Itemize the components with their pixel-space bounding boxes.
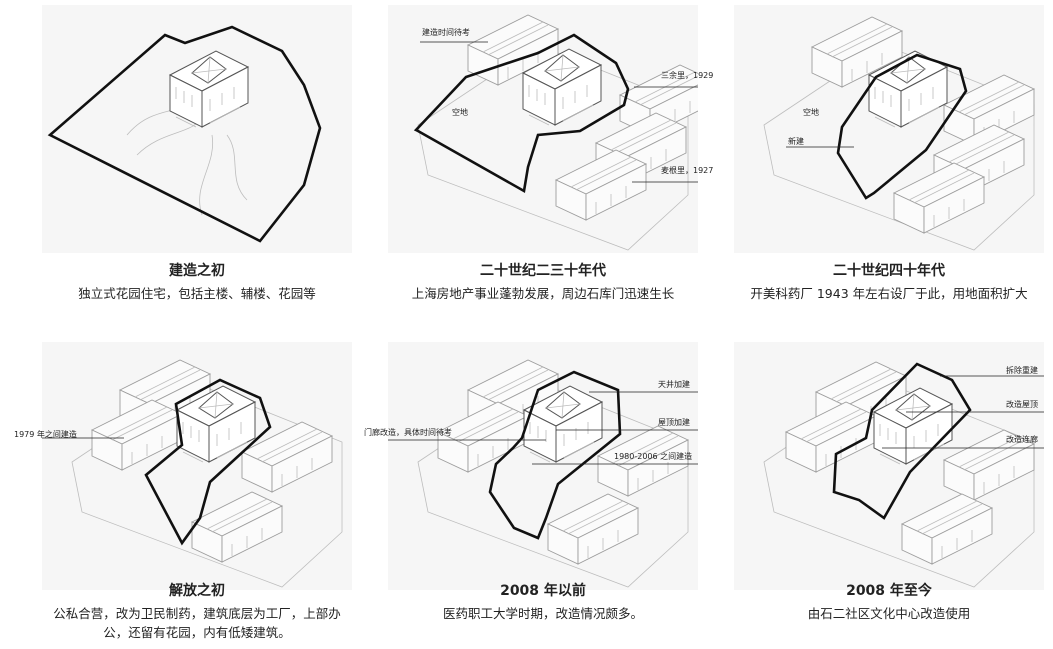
label-roof-addition: 屋顶加建 — [658, 418, 690, 427]
label-sanyuli: 三余里，1929 — [661, 71, 714, 80]
label-construction-date-tbd: 建造时间待考 — [422, 28, 470, 37]
label-roof-renovation: 改造屋顶 — [1006, 400, 1038, 409]
label-vacant-lot: 空地 — [803, 108, 819, 117]
panel-3-caption: 开美科药厂 1943 年左右设厂于此，用地面积扩大 — [750, 286, 1028, 301]
panel-4-caption: 公私合营，改为卫民制药，建筑底层为工厂，上部办公，还留有花园，内有低矮建筑。 — [53, 606, 341, 640]
site-boundary — [47, 25, 322, 243]
panel-1-caption: 独立式花园住宅，包括主楼、辅楼、花园等 — [78, 286, 316, 301]
label-maigenli: 麦根里，1927 — [661, 166, 714, 175]
label-courtyard-addition: 天井加建 — [658, 380, 690, 389]
site-boundary — [413, 33, 630, 194]
site-boundary — [832, 362, 972, 520]
panel-6-diagram — [734, 342, 1044, 590]
label-demolish-rebuild: 拆除重建 — [1006, 366, 1038, 375]
label-built-1979: 1979 年之间建造 — [14, 430, 77, 439]
site-boundary — [144, 378, 272, 546]
label-built-1980-2006: 1980-2006 之间建造 — [614, 452, 693, 461]
panel-5-title: 2008 年以前 — [500, 583, 586, 599]
site-boundary — [488, 370, 622, 540]
site-boundary — [836, 53, 968, 200]
panel-3-title: 二十世纪四十年代 — [833, 263, 945, 279]
panel-6-caption: 由石二社区文化中心改造使用 — [807, 606, 971, 621]
panel-2-caption: 上海房地产事业蓬勃发展，周边石库门迅速生长 — [411, 286, 675, 301]
panel-1-diagram — [42, 5, 352, 253]
panel-2-diagram — [388, 5, 698, 253]
label-vacant-lot: 空地 — [452, 108, 468, 117]
panel-2-title: 二十世纪二三十年代 — [480, 263, 606, 279]
panel-3-diagram — [734, 5, 1044, 253]
label-porch-renovation: 门廊改造，具体时间待考 — [364, 428, 452, 437]
panel-1-title: 建造之初 — [169, 263, 225, 279]
label-corridor-renovation: 改造连廊 — [1006, 435, 1038, 444]
panel-4-diagram — [42, 342, 352, 590]
label-new-build: 新建 — [788, 137, 804, 146]
panel-4-title: 解放之初 — [169, 583, 225, 599]
panel-6-title: 2008 年至今 — [846, 583, 932, 599]
panel-5-caption: 医药职工大学时期，改造情况颇多。 — [442, 606, 643, 621]
panel-5-diagram — [388, 342, 698, 590]
